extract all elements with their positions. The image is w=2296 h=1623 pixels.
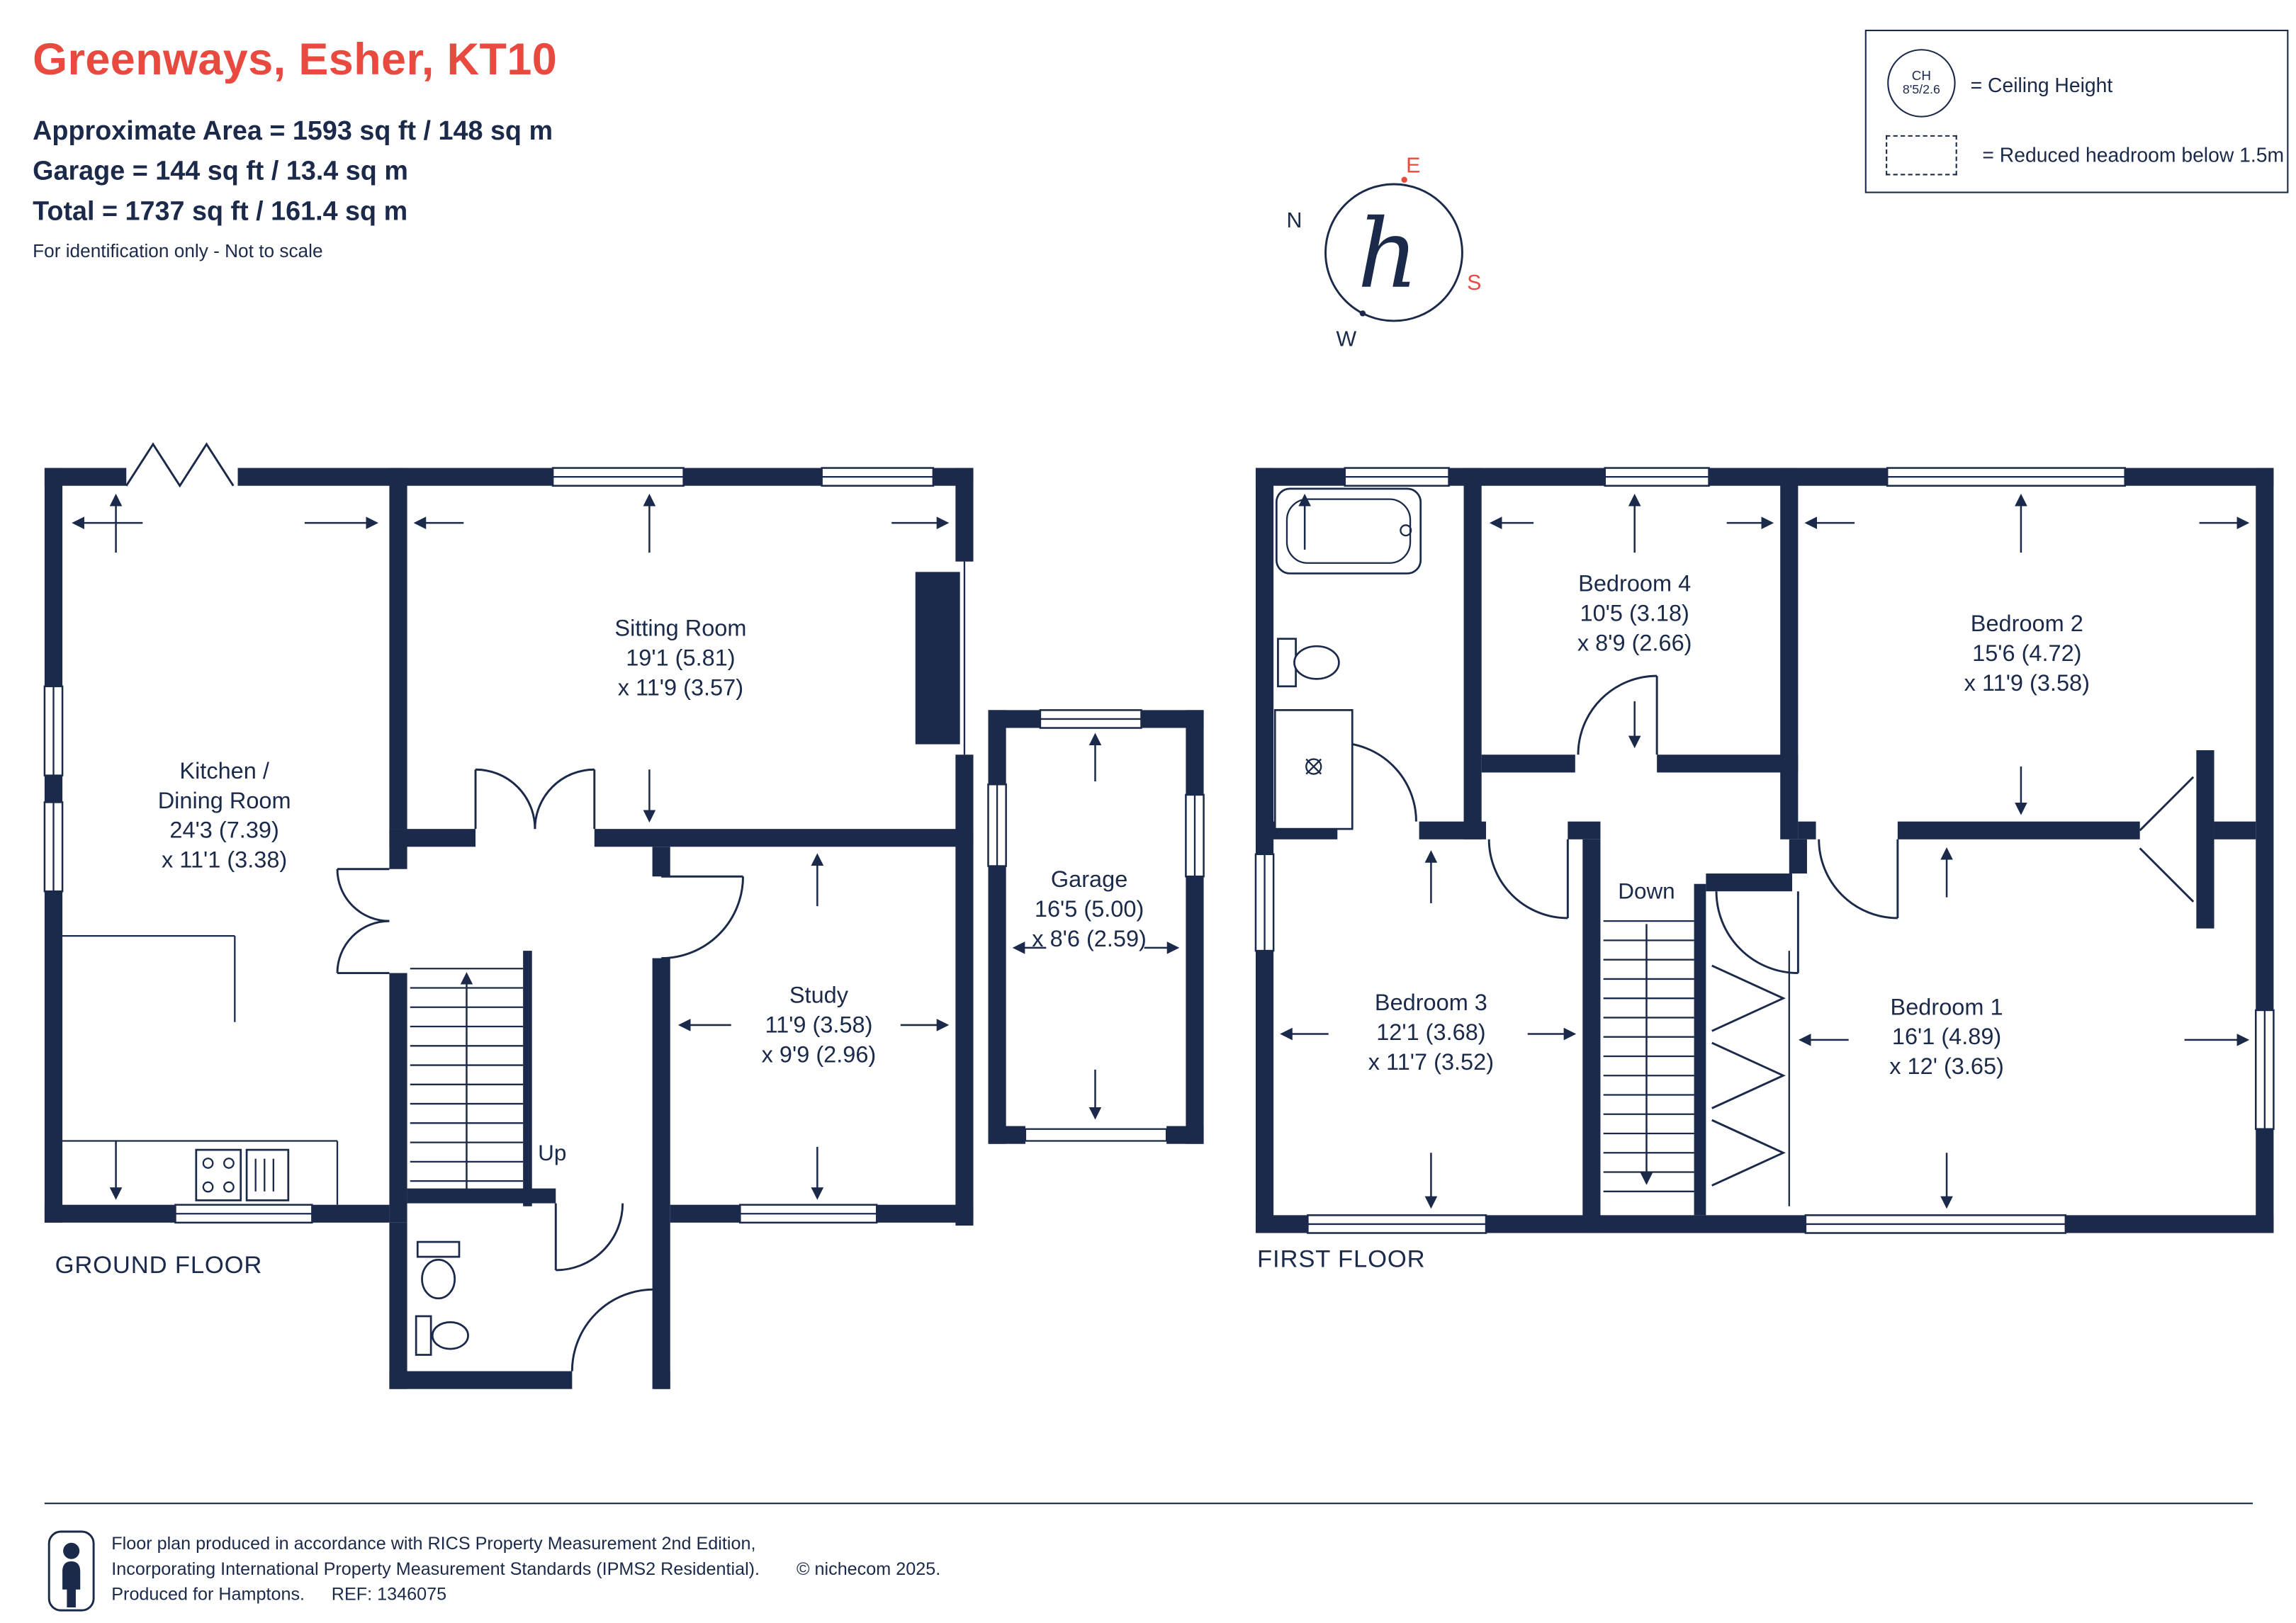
ground-floor-label: GROUND FLOOR xyxy=(55,1252,263,1279)
toilet-icon xyxy=(1277,638,1340,688)
first-floor-label: FIRST FLOOR xyxy=(1257,1246,1426,1274)
room-name: Dining Room xyxy=(157,788,291,815)
stairs-label-down: Down xyxy=(1618,879,1675,905)
room-dimension: 10'5 (3.18) xyxy=(1580,601,1689,627)
room-name: Study xyxy=(789,983,848,1009)
room-label-kitchen-dining: Kitchen / Dining Room 24'3 (7.39) x 11'1… xyxy=(158,757,291,876)
first-floor-plan xyxy=(1254,467,2275,1234)
ground-floor-doors xyxy=(336,768,744,1372)
room-label-sitting-room: Sitting Room 19'1 (5.81) x 11'9 (3.57) xyxy=(614,615,746,704)
total-area: Total = 1737 sq ft / 161.4 sq m xyxy=(33,196,408,226)
first-floor-windows xyxy=(1254,467,2275,1234)
room-name: Bedroom 3 xyxy=(1374,990,1487,1017)
room-dimension: x 11'7 (3.52) xyxy=(1368,1050,1495,1076)
copyright: © nichecom 2025. xyxy=(796,1558,941,1580)
person-icon xyxy=(47,1530,95,1612)
reduced-headroom-icon xyxy=(1886,135,1957,176)
room-dimension: 16'5 (5.00) xyxy=(1034,897,1144,923)
ch-value: 8'5/2.6 xyxy=(1902,81,1940,97)
page-title: Greenways, Esher, KT10 xyxy=(33,35,558,85)
approximate-area: Approximate Area = 1593 sq ft / 148 sq m xyxy=(33,115,553,146)
room-dimension: x 8'9 (2.66) xyxy=(1577,631,1692,657)
hob-icon xyxy=(195,1148,242,1201)
compass-logo: h xyxy=(1357,198,1418,310)
first-floor-walls xyxy=(1255,468,2274,1233)
ground-dimension-arrows xyxy=(72,493,1180,1200)
produced-for: Produced for Hamptons. xyxy=(111,1583,305,1605)
footer-line-2: Incorporating International Property Mea… xyxy=(111,1558,760,1580)
stairs-label-up: Up xyxy=(538,1141,567,1167)
room-name: Sitting Room xyxy=(614,616,747,642)
room-label-study: Study 11'9 (3.58) x 9'9 (2.96) xyxy=(762,982,877,1071)
disclaimer: For identification only - Not to scale xyxy=(33,240,323,262)
ground-floor-plan xyxy=(43,442,1205,1389)
room-dimension: 12'1 (3.68) xyxy=(1376,1020,1486,1046)
staircase-down xyxy=(1603,920,1694,1192)
room-name: Kitchen / xyxy=(179,759,269,785)
ceiling-height-label: = Ceiling Height xyxy=(1970,74,2113,97)
garage-area: Garage = 144 sq ft / 13.4 sq m xyxy=(33,156,408,186)
legend-box: CH 8'5/2.6 = Ceiling Height = Reduced he… xyxy=(1864,29,2289,193)
bay-zigzag xyxy=(125,442,235,488)
compass-icon: h N E S W xyxy=(1287,153,1482,351)
room-dimension: x 12' (3.65) xyxy=(1889,1054,2004,1080)
room-name: Garage xyxy=(1050,867,1128,893)
wc-toilet-icon xyxy=(416,1240,461,1300)
ceiling-height-icon: CH 8'5/2.6 xyxy=(1887,49,1956,118)
oven-icon xyxy=(245,1148,290,1201)
bath-icon xyxy=(1275,487,1422,575)
room-label-bedroom-2: Bedroom 2 15'6 (4.72) x 11'9 (3.58) xyxy=(1964,611,2090,700)
first-dimension-arrows xyxy=(1280,493,2250,1209)
room-label-bedroom-1: Bedroom 1 16'1 (4.89) x 12' (3.65) xyxy=(1889,994,2004,1083)
room-label-bedroom-3: Bedroom 3 12'1 (3.68) x 11'7 (3.52) xyxy=(1368,990,1494,1079)
room-dimension: x 8'6 (2.59) xyxy=(1032,927,1147,953)
reduced-headroom-label: = Reduced headroom below 1.5m xyxy=(1982,144,2285,166)
compass-w: W xyxy=(1336,327,1357,351)
compass-s: S xyxy=(1467,271,1481,295)
staircase-up xyxy=(410,968,524,1201)
ground-floor-walls xyxy=(44,468,1204,1389)
wc-basin-icon xyxy=(415,1315,469,1356)
room-name: Bedroom 4 xyxy=(1578,572,1692,597)
footer-line-3: Produced for Hamptons. REF: 1346075 xyxy=(111,1583,446,1605)
room-dimension: 11'9 (3.58) xyxy=(765,1013,873,1039)
room-dimension: x 11'9 (3.57) xyxy=(617,676,744,701)
room-dimension: x 11'9 (3.58) xyxy=(1964,671,2090,697)
compass-e: E xyxy=(1406,153,1420,177)
room-name: Bedroom 1 xyxy=(1890,995,2003,1021)
shower-icon xyxy=(1273,709,1354,830)
ch-abbr: CH xyxy=(1911,68,1932,84)
room-dimension: x 11'1 (3.38) xyxy=(161,848,288,874)
room-label-bedroom-4: Bedroom 4 10'5 (3.18) x 8'9 (2.66) xyxy=(1577,570,1692,660)
ground-floor-windows xyxy=(43,467,1205,1224)
compass-n: N xyxy=(1287,208,1302,232)
room-dimension: 15'6 (4.72) xyxy=(1972,641,2082,667)
kitchen-units xyxy=(62,934,339,1205)
room-label-garage: Garage 16'5 (5.00) x 8'6 (2.59) xyxy=(1032,866,1147,956)
footer-line-1: Floor plan produced in accordance with R… xyxy=(111,1533,756,1554)
room-dimension: 19'1 (5.81) xyxy=(626,646,736,672)
garage-door xyxy=(1024,1128,1168,1142)
room-name: Bedroom 2 xyxy=(1970,611,2083,638)
room-dimension: x 9'9 (2.96) xyxy=(761,1043,877,1068)
room-dimension: 24'3 (7.39) xyxy=(169,818,279,844)
reference-number: REF: 1346075 xyxy=(331,1583,447,1605)
room-dimension: 16'1 (4.89) xyxy=(1891,1024,2002,1051)
wardrobe-icon xyxy=(1711,951,1790,1206)
